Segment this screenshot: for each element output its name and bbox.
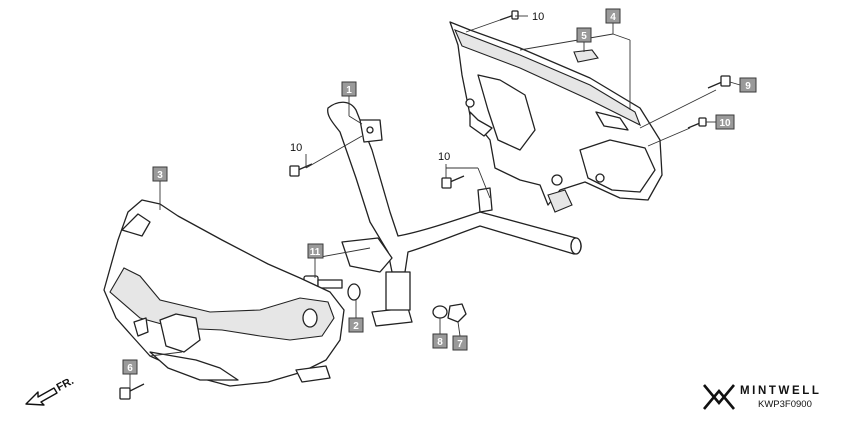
front-text: FR. <box>55 375 76 394</box>
svg-text:5: 5 <box>581 31 587 42</box>
svg-text:1: 1 <box>346 85 352 96</box>
callout-8[interactable]: 8 <box>432 333 448 349</box>
screw-top[interactable] <box>499 10 519 21</box>
nut-7[interactable] <box>447 303 467 323</box>
svg-text:11: 11 <box>310 247 321 258</box>
mintwell-logo-icon <box>703 384 735 410</box>
svg-text:9: 9 <box>745 81 751 92</box>
callout-9[interactable]: 9 <box>739 77 757 93</box>
collar-2[interactable] <box>347 283 361 301</box>
label-10-left: 10 <box>290 142 302 154</box>
svg-text:8: 8 <box>437 337 443 348</box>
handlebar-holder[interactable] <box>341 237 413 327</box>
svg-text:3: 3 <box>157 170 163 181</box>
svg-text:2: 2 <box>353 321 359 332</box>
callout-3[interactable]: 3 <box>152 166 168 182</box>
label-10-mid: 10 <box>438 151 450 163</box>
bolt-6[interactable] <box>119 383 145 400</box>
callout-10[interactable]: 10 <box>715 114 735 130</box>
callout-7[interactable]: 7 <box>452 335 468 351</box>
front-handle-cover[interactable] <box>103 199 345 387</box>
screw-10-right[interactable] <box>687 117 707 129</box>
svg-text:6: 6 <box>127 363 133 374</box>
callout-2[interactable]: 2 <box>348 317 364 333</box>
arrow-left-down-icon: FR. <box>25 375 76 406</box>
bolt-9[interactable] <box>707 75 731 89</box>
brand-name: MINTWELL <box>740 385 822 397</box>
collar-8[interactable] <box>432 305 448 319</box>
callout-11[interactable]: 11 <box>307 243 324 259</box>
handlebar-pipe[interactable] <box>327 101 582 273</box>
clip-part-5[interactable] <box>573 49 599 63</box>
diagram-code: KWP3F0900 <box>758 399 812 410</box>
callout-4[interactable]: 4 <box>605 8 621 24</box>
label-10-top: 10 <box>532 11 544 23</box>
front-direction-indicator: FR. <box>20 370 90 410</box>
svg-text:4: 4 <box>610 12 616 23</box>
screw-10-left[interactable] <box>289 163 313 177</box>
svg-text:10: 10 <box>719 118 731 129</box>
callout-6[interactable]: 6 <box>122 359 138 375</box>
rear-handle-cover[interactable] <box>449 21 663 213</box>
callout-5[interactable]: 5 <box>576 27 592 43</box>
callout-1[interactable]: 1 <box>341 81 357 97</box>
brand-watermark: MINTWELL KWP3F0900 <box>702 381 837 415</box>
leader-lines <box>129 15 741 388</box>
svg-text:7: 7 <box>457 339 463 350</box>
screw-10-mid[interactable] <box>441 175 465 189</box>
